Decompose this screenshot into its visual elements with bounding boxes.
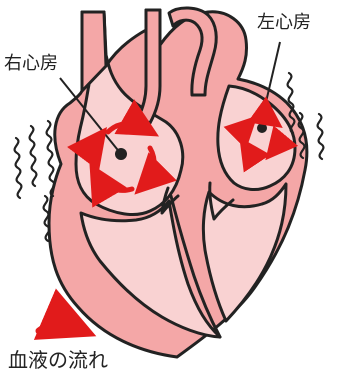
- right-atrium-label: 右心房: [4, 55, 58, 73]
- right-tremor-line-3: [318, 114, 324, 159]
- left-tremor-line-1: [30, 126, 37, 186]
- left-tremor-line-3: [15, 138, 22, 198]
- legend-flow-arrow: [39, 324, 77, 331]
- left-atrium-label: 左心房: [257, 14, 311, 32]
- right-atrium-pointer-dot: [115, 148, 127, 160]
- left-atrium-pointer-dot: [257, 123, 267, 133]
- blood-flow-legend-label: 血液の流れ: [8, 350, 108, 370]
